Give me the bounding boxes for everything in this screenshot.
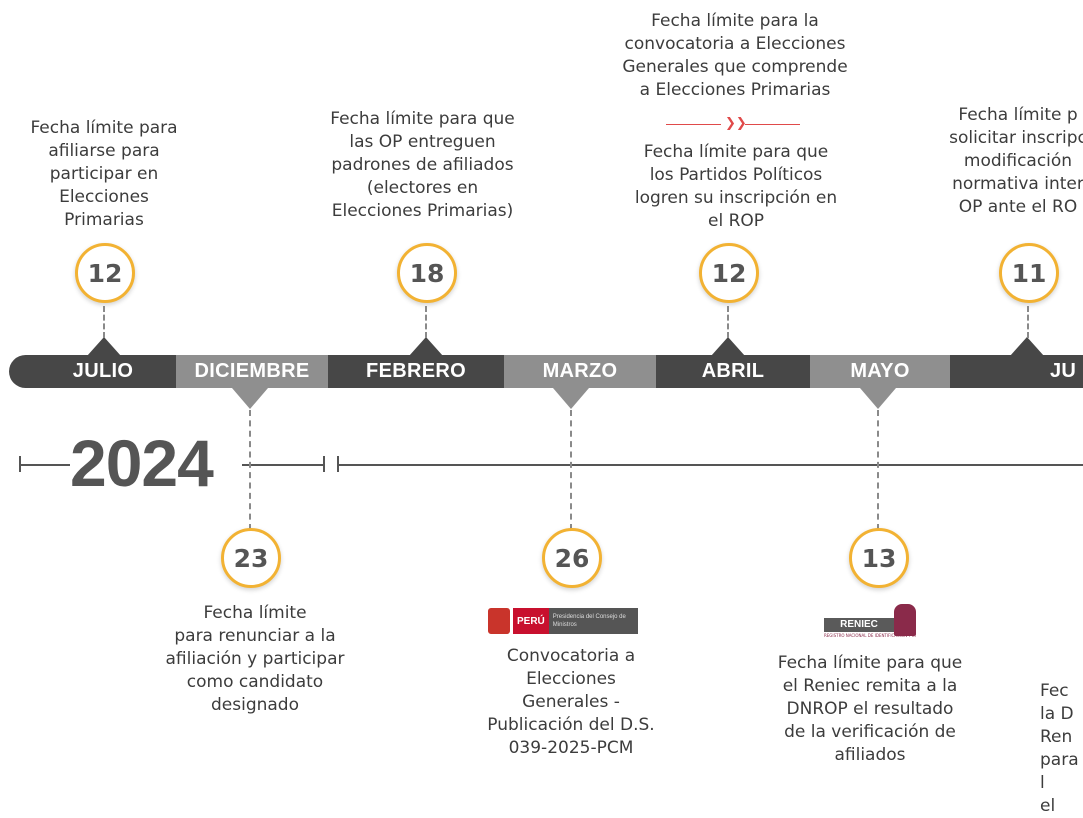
connector-line	[570, 410, 572, 530]
reniec-logo: RENIEC REGISTRO NACIONAL DE IDENTIFICACI…	[824, 604, 918, 640]
event-text: Fec la D Ren para l el	[1040, 681, 1079, 816]
month-febrero: FEBRERO	[328, 355, 504, 388]
connector-line	[249, 410, 251, 530]
month-abril: ABRIL	[656, 355, 810, 388]
year-axis-line	[20, 464, 70, 466]
event-text: Convocatoria a Elecciones Generales - Pu…	[487, 646, 655, 758]
event-text: Fecha límite p solicitar inscripc modifi…	[949, 105, 1083, 217]
divider-line	[745, 124, 800, 125]
peru-pcm-logo: PERÚ Presidencia del Consejo de Ministro…	[488, 606, 638, 636]
connector-line	[1027, 306, 1029, 338]
year-label: 2024	[70, 426, 214, 500]
year-axis-line	[337, 464, 1083, 466]
pointer-up	[1010, 337, 1044, 356]
coat-of-arms-icon	[488, 608, 510, 634]
reniec-subtitle: REGISTRO NACIONAL DE IDENTIFICACIÓN Y ES…	[824, 633, 916, 638]
connector-line	[877, 410, 879, 530]
month-mayo: MAYO	[810, 355, 950, 388]
date-circle: 26	[542, 528, 602, 588]
pointer-down	[860, 388, 896, 409]
connector-line	[727, 306, 729, 338]
divider-line	[666, 124, 721, 125]
logo-peru-label: PERÚ	[513, 608, 549, 634]
year-axis-tick	[19, 456, 21, 472]
event-text: Fecha límite para que el Reniec remita a…	[777, 653, 963, 765]
year-axis-line	[242, 464, 324, 466]
date-circle: 18	[397, 243, 457, 303]
month-junio: JU	[950, 355, 1083, 388]
pointer-up	[409, 337, 443, 356]
date-circle: 23	[221, 528, 281, 588]
date-circle: 13	[849, 528, 909, 588]
month-marzo: MARZO	[504, 355, 656, 388]
connector-line	[103, 306, 105, 338]
reniec-figure-icon	[894, 604, 916, 636]
event-text: Fecha límite para renunciar a la afiliac…	[165, 603, 345, 715]
date-circle: 12	[699, 243, 759, 303]
month-julio: JULIO	[30, 355, 176, 388]
year-axis-tick	[323, 456, 325, 472]
pointer-up	[87, 337, 121, 356]
event-text: Fecha límite para que los Partidos Polít…	[634, 142, 838, 231]
logo-pcm-label: Presidencia del Consejo de Ministros	[548, 608, 638, 634]
event-text: Fecha límite para afiliarse para partici…	[30, 118, 178, 230]
connector-line	[425, 306, 427, 338]
pointer-down	[232, 388, 268, 409]
event-text-upper: Fecha límite para la convocatoria a Elec…	[622, 11, 848, 100]
event-text: Fecha límite para que las OP entreguen p…	[330, 109, 515, 221]
pointer-up	[711, 337, 745, 356]
pointer-down	[553, 388, 589, 409]
month-diciembre: DICIEMBRE	[176, 355, 328, 388]
date-circle: 12	[75, 243, 135, 303]
date-circle: 11	[999, 243, 1059, 303]
reniec-label: RENIEC	[824, 618, 894, 632]
chevron-down-icon: ❯❯	[725, 116, 747, 131]
